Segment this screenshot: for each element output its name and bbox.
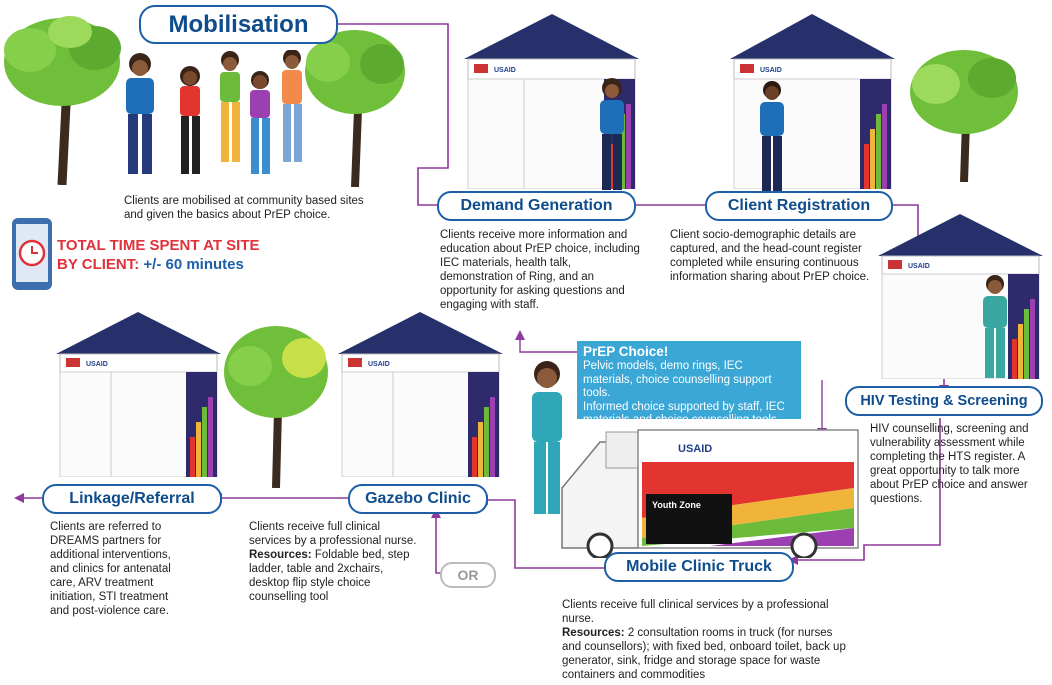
prep-choice-line2: Informed choice supported by staff, IEC … <box>583 400 785 427</box>
time-spent-prefix: BY CLIENT: <box>57 256 140 273</box>
stage-label-gazebo-clinic: Gazebo Clinic <box>348 484 488 514</box>
stage-label-mobilisation: Mobilisation <box>139 5 338 44</box>
staff-person-icon <box>760 81 784 192</box>
phone-clock-icon <box>12 218 52 290</box>
nurse-person-icon <box>532 361 562 514</box>
flow-line-prep-left <box>519 340 578 353</box>
gazebo-clinic-desc-text: Clients receive full clinical services b… <box>249 521 417 547</box>
gazebo-tent-clinic-icon: USAID <box>338 312 503 477</box>
tree-icon <box>224 326 328 488</box>
svg-text:USAID: USAID <box>678 443 712 455</box>
svg-text:USAID: USAID <box>760 67 782 74</box>
client-registration-description: Client socio-demographic details are cap… <box>670 229 870 283</box>
stage-label-mobile-clinic: Mobile Clinic Truck <box>604 552 794 582</box>
mobile-clinic-resources: 2 consultation rooms in truck (for nurse… <box>562 627 846 681</box>
svg-text:USAID: USAID <box>908 263 930 270</box>
svg-text:Youth Zone: Youth Zone <box>652 500 701 510</box>
mobile-clinic-description: Clients receive full clinical services b… <box>562 598 852 682</box>
stage-label-client-registration: Client Registration <box>705 191 893 221</box>
flow-line-mobilisation-to-demand <box>338 23 449 206</box>
mobile-clinic-resources-label: Resources: <box>562 627 625 639</box>
time-spent-line1: TOTAL TIME SPENT AT SITE <box>57 237 260 254</box>
stage-label-demand-generation: Demand Generation <box>437 191 636 221</box>
tree-icon <box>910 50 1018 182</box>
gazebo-clinic-resources-label: Resources: <box>249 549 312 561</box>
prep-choice-line1: Pelvic models, demo rings, IEC materials… <box>583 360 772 399</box>
staff-person-icon <box>983 275 1007 378</box>
gazebo-clinic-resources: Foldable bed, step ladder, table and 2xc… <box>249 549 410 603</box>
gazebo-tent-linkage-icon: USAID <box>56 312 221 477</box>
flow-line-mobile-to-gazebo <box>488 499 604 569</box>
time-spent-text: TOTAL TIME SPENT AT SITE BY CLIENT: +/- … <box>57 236 260 274</box>
prep-choice-box: PrEP Choice! Pelvic models, demo rings, … <box>577 341 801 426</box>
people-group-icon <box>126 50 302 174</box>
time-spent-value: +/- 60 minutes <box>143 256 244 273</box>
gazebo-tent-registration-icon: USAID <box>730 14 895 189</box>
svg-text:USAID: USAID <box>494 67 516 74</box>
tree-icon <box>305 30 405 187</box>
prep-choice-title: PrEP Choice! <box>583 344 669 359</box>
gazebo-tent-hiv-icon: USAID <box>878 214 1043 379</box>
stage-label-hiv-testing: HIV Testing & Screening <box>845 386 1043 416</box>
tree-icon <box>4 16 121 185</box>
svg-text:USAID: USAID <box>368 361 390 368</box>
arrowhead <box>515 330 525 340</box>
mobile-clinic-truck-icon: USAID Youth Zone <box>561 429 859 558</box>
arrowhead <box>14 493 24 503</box>
stage-label-linkage: Linkage/Referral <box>42 484 222 514</box>
flow-line-hiv-to-mobile <box>798 418 941 561</box>
staff-person-icon <box>600 78 624 190</box>
or-label: OR <box>440 562 496 588</box>
svg-text:USAID: USAID <box>86 361 108 368</box>
gazebo-clinic-description: Clients receive full clinical services b… <box>249 520 419 604</box>
linkage-description: Clients are referred to DREAMS partners … <box>50 521 171 617</box>
mobile-clinic-desc-text: Clients receive full clinical services b… <box>562 599 829 625</box>
demand-generation-description: Clients receive more information and edu… <box>440 229 640 311</box>
mobilisation-description: Clients are mobilised at community based… <box>124 195 364 221</box>
hiv-testing-description: HIV counselling, screening and vulnerabi… <box>870 423 1029 505</box>
